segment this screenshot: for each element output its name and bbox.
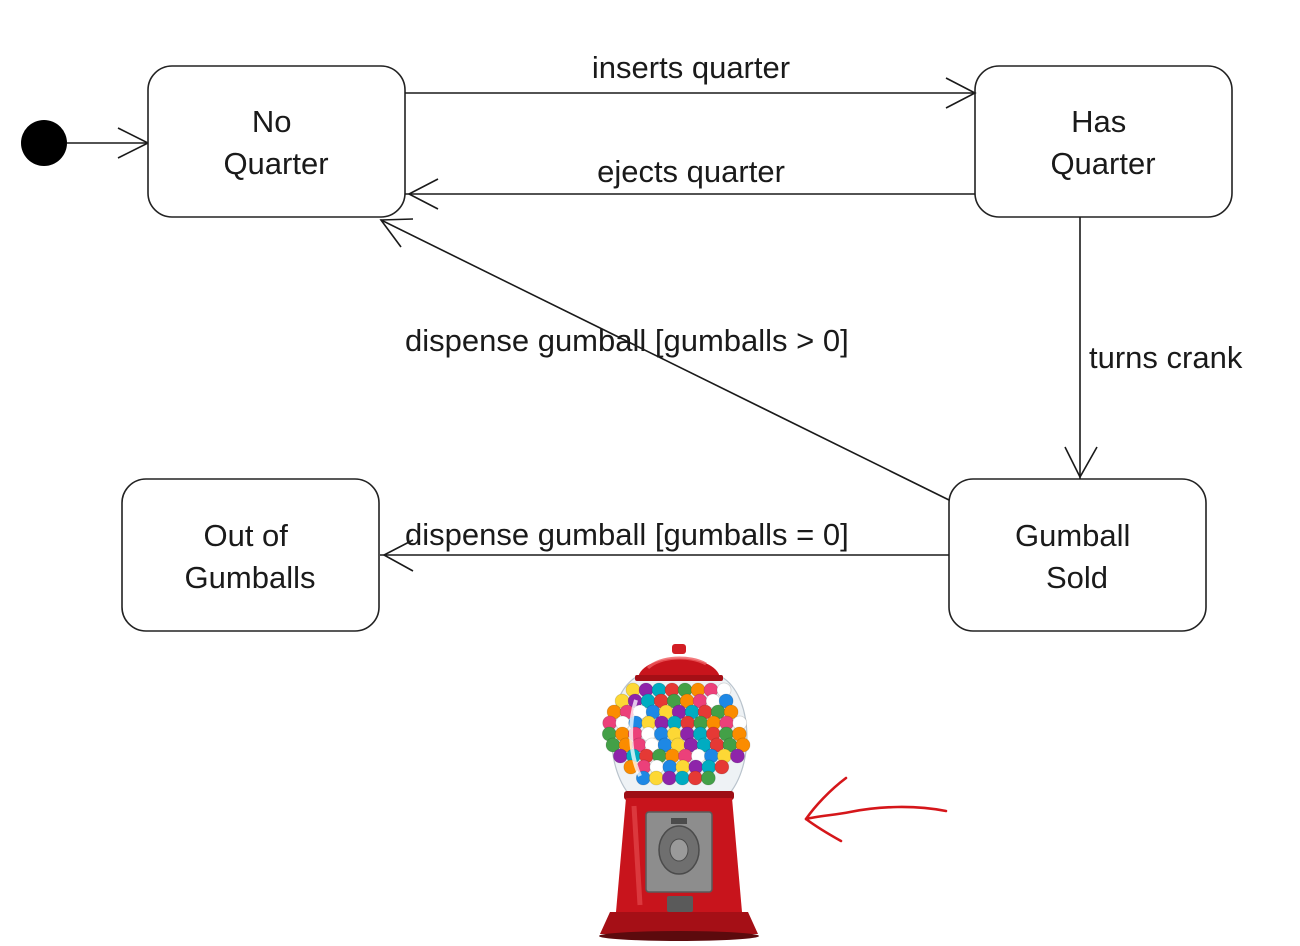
state-has-quarter-line-2: Quarter — [1050, 146, 1155, 181]
state-out-of-gumballs: Out of Gumballs — [121, 478, 380, 632]
label-inserts-quarter: inserts quarter — [592, 50, 790, 85]
label-ejects-quarter: ejects quarter — [597, 154, 785, 189]
state-no-quarter-line-2: Quarter — [223, 146, 328, 181]
state-has-quarter-line-1: Has — [1071, 104, 1126, 139]
transition-turns-crank: turns crank — [1064, 217, 1243, 479]
svg-text:No Quarter: No Quarter — [223, 104, 328, 181]
gumball-machine-cap-knob — [672, 644, 686, 654]
gumball — [613, 748, 628, 764]
state-no-quarter: No Quarter — [147, 65, 406, 218]
state-gumball-sold: Gumball Sold — [948, 478, 1207, 632]
state-gumball-sold-line-2: Sold — [1046, 560, 1108, 595]
label-dispense-more: dispense gumball [gumballs > 0] — [405, 323, 849, 358]
svg-text:Gumball Sold: Gumball Sold — [1015, 518, 1139, 595]
transition-ejects-quarter: ejects quarter — [405, 154, 975, 210]
state-has-quarter: Has Quarter — [974, 65, 1233, 218]
gumball — [648, 770, 664, 786]
gumball — [730, 748, 745, 764]
state-no-quarter-line-1: No — [252, 104, 292, 139]
transition-dispense-more: dispense gumball [gumballs > 0] — [379, 218, 950, 501]
gumball-machine-image — [599, 644, 759, 941]
label-dispense-none: dispense gumball [gumballs = 0] — [405, 517, 849, 552]
label-turns-crank: turns crank — [1089, 340, 1243, 375]
gumball-cluster — [601, 682, 751, 786]
gumball-machine-cap — [638, 658, 720, 678]
transition-dispense-none: dispense gumball [gumballs = 0] — [380, 517, 949, 572]
state-gumball-sold-line-1: Gumball — [1015, 518, 1130, 553]
transition-inserts-quarter: inserts quarter — [405, 50, 977, 109]
svg-text:Has Quarter: Has Quarter — [1050, 104, 1155, 181]
state-out-of-gumballs-line-2: Gumballs — [185, 560, 316, 595]
gumball — [700, 770, 716, 786]
gumball — [661, 770, 677, 786]
gumball — [714, 759, 730, 775]
initial-state-dot — [21, 120, 67, 166]
gumball — [674, 770, 690, 786]
state-out-of-gumballs-line-1: Out of — [203, 518, 288, 553]
svg-text:Out of Gumballs: Out of Gumballs — [185, 518, 316, 595]
gumball-machine-chute — [667, 896, 693, 912]
gumball — [687, 770, 703, 786]
hand-drawn-arrow-annotation — [804, 776, 948, 843]
